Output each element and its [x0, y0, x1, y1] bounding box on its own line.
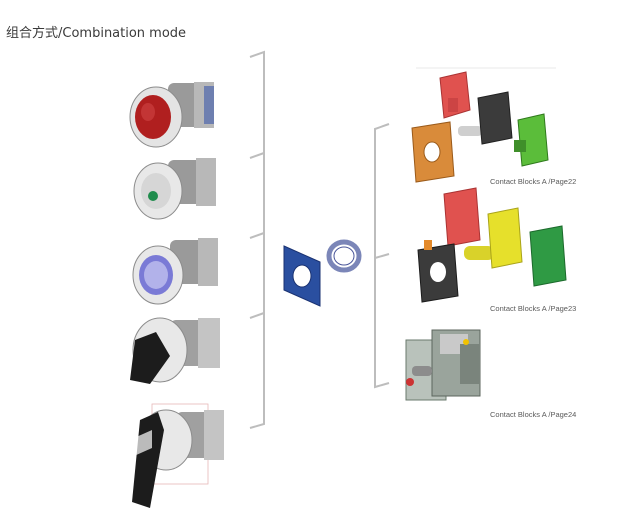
right-bracket: [374, 123, 390, 389]
contact-block-group-1: [411, 71, 549, 183]
contact-block-group-3: [405, 329, 481, 401]
fixing-ring: [326, 239, 362, 273]
contact-block-group-2: [417, 187, 567, 303]
page-title: 组合方式/Combination mode: [6, 26, 187, 41]
left-bracket: [249, 50, 265, 429]
mounting-plate: [283, 245, 321, 307]
blue-illuminated-button: [132, 238, 218, 305]
short-selector-switch: [130, 317, 220, 384]
contact-blocks-caption-1: Contact Blocks A /Page22: [490, 177, 576, 186]
green-flush-button: [133, 158, 216, 220]
long-selector-switch: [132, 403, 224, 508]
contact-blocks-caption-3: Contact Blocks A /Page24: [490, 410, 576, 419]
contact-blocks-caption-2: Contact Blocks A /Page23: [490, 304, 576, 313]
red-push-button: [129, 82, 214, 148]
